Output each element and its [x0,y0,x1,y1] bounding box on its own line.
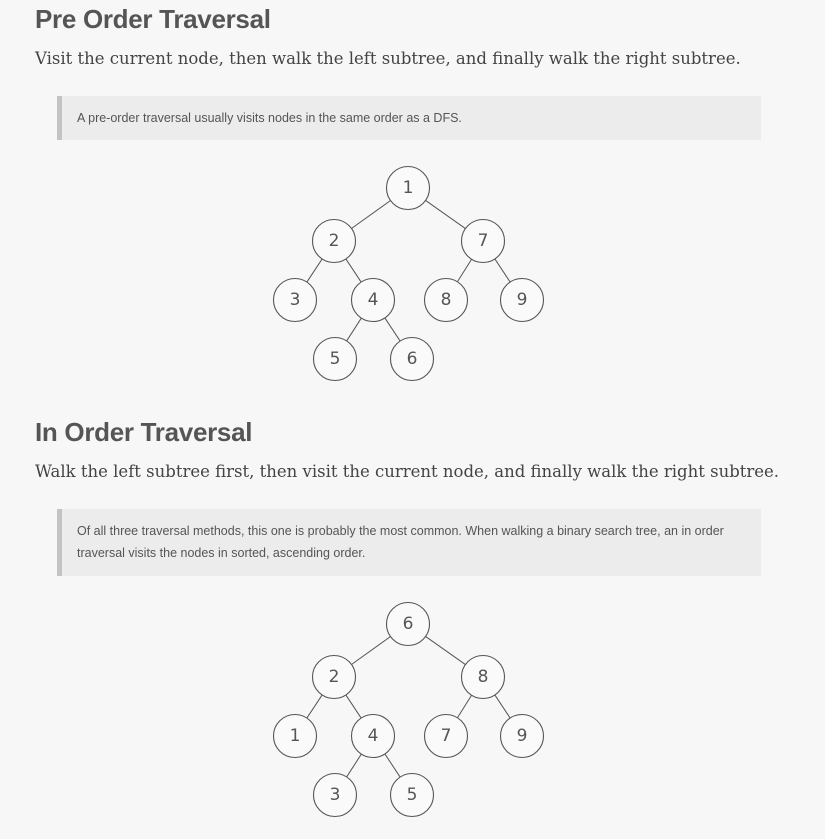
tree-node-circle [423,277,469,323]
tree-node-circle [311,654,357,700]
tree-node: 6 [385,601,431,647]
tree-node-label: 9 [517,726,528,746]
tree-node-circle [499,277,545,323]
tree-edge [346,317,362,342]
tree-node-label: 4 [368,290,379,310]
tree-edge [351,200,391,229]
tree-node-circle [312,336,358,382]
tree-node: 5 [389,772,435,818]
tree-edge [345,258,362,283]
tree-node: 4 [350,277,396,323]
tree-node-circle [385,165,431,211]
tree-edge [494,694,511,719]
in-order-note-text: Of all three traversal methods, this one… [77,524,724,560]
tree-node: 2 [311,218,357,264]
in-order-note: Of all three traversal methods, this one… [57,509,761,576]
tree-node-circle [312,772,358,818]
pre-order-note: A pre-order traversal usually visits nod… [57,96,761,140]
tree-node-circle [389,772,435,818]
tree-node-circle [499,713,545,759]
tree-edge [456,258,473,283]
tree-node-label: 4 [368,726,379,746]
tree-node-label: 5 [407,785,418,805]
tree-node: 1 [272,713,318,759]
tree-node-label: 6 [403,614,414,634]
tree-node-label: 2 [329,231,340,251]
tree-node: 6 [389,336,435,382]
pre-order-title: Pre Order Traversal [35,4,271,34]
tree-edge [351,636,391,665]
tree-node: 1 [385,165,431,211]
tree-edge [306,694,323,719]
tree-node-label: 9 [517,290,528,310]
tree-node-circle [350,713,396,759]
pre-order-description: Visit the current node, then walk the le… [35,49,741,68]
tree-node: 9 [499,713,545,759]
tree-node-label: 5 [330,349,341,369]
tree-edge [306,258,323,283]
tree-edge [346,753,362,778]
tree-node-label: 7 [441,726,452,746]
tree-node-circle [311,218,357,264]
tree-node: 8 [423,277,469,323]
tree-node-circle [389,336,435,382]
tree-edge [425,199,466,230]
tree-node-circle [460,218,506,264]
tree-node-circle [423,713,469,759]
tree-node-label: 1 [290,726,301,746]
tree-edge [345,694,362,719]
tree-edge [425,635,466,666]
tree-node-label: 3 [330,785,341,805]
tree-node-label: 8 [478,667,489,687]
tree-node-label: 8 [441,290,452,310]
tree-node: 3 [312,772,358,818]
tree-node-label: 6 [407,349,418,369]
tree-node: 4 [350,713,396,759]
in-order-title: In Order Traversal [35,417,253,447]
in-order-description: Walk the left subtree first, then visit … [35,462,780,481]
pre-order-note-text: A pre-order traversal usually visits nod… [77,111,462,125]
tree-node: 9 [499,277,545,323]
tree-node-circle [460,654,506,700]
tree-node-circle [272,713,318,759]
tree-edge [384,317,401,342]
tree-node: 3 [272,277,318,323]
tree-node-label: 7 [478,231,489,251]
tree-node-label: 1 [403,178,414,198]
tree-node: 7 [423,713,469,759]
tree-node-label: 2 [329,667,340,687]
tree-edge [456,694,473,719]
tree-node-label: 3 [290,290,301,310]
pre-order-tree-diagram: 1 2 7 3 4 8 9 5 6 [272,165,545,382]
tree-node: 7 [460,218,506,264]
tree-node-circle [272,277,318,323]
tree-edge [384,753,401,778]
tree-node: 5 [312,336,358,382]
tree-edge [494,258,511,283]
tree-node-circle [385,601,431,647]
tree-node: 2 [311,654,357,700]
tree-node-circle [350,277,396,323]
tree-node: 8 [460,654,506,700]
